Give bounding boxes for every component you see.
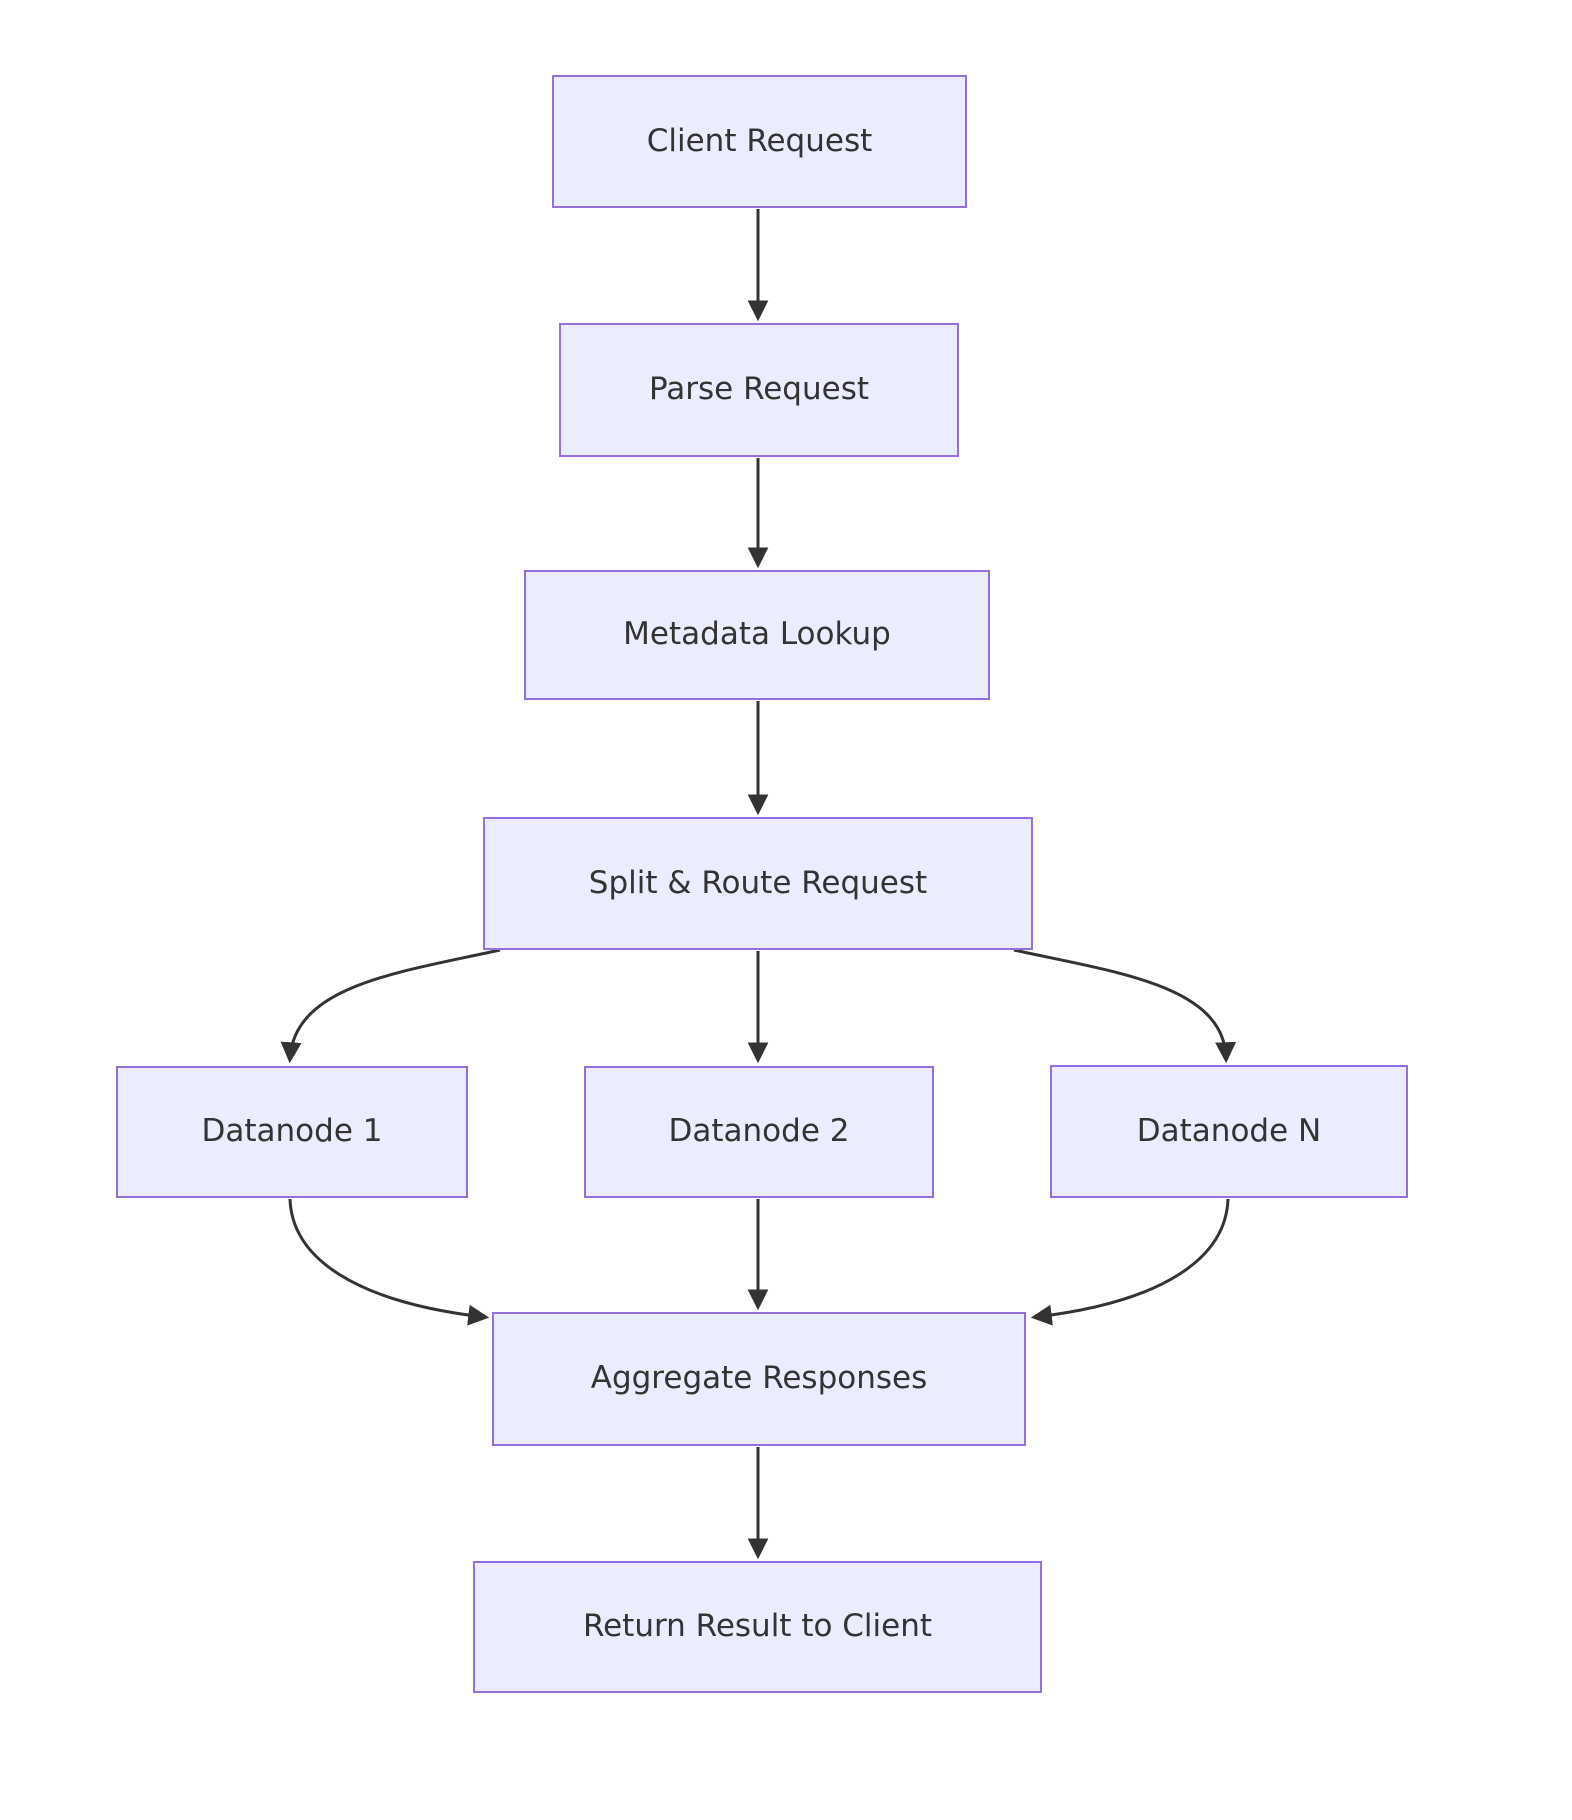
node-parse-request-label: Parse Request (648, 371, 870, 408)
node-client-request: Client Request (552, 75, 967, 208)
node-datanode-1-label: Datanode 1 (201, 1113, 383, 1150)
node-aggregate-responses-label: Aggregate Responses (590, 1360, 928, 1397)
node-client-request-label: Client Request (646, 122, 873, 159)
edge-split-to-datanodeN (1013, 948, 1237, 1064)
node-metadata-lookup-label: Metadata Lookup (623, 616, 891, 653)
edge-datanodeN-to-aggregate (1030, 1198, 1230, 1326)
node-aggregate-responses: Aggregate Responses (492, 1312, 1026, 1446)
node-split-route-request-label: Split & Route Request (588, 864, 928, 901)
edge-split-to-datanode1 (280, 948, 501, 1064)
node-datanode-n-label: Datanode N (1136, 1112, 1322, 1149)
node-return-result-to-client-label: Return Result to Client (582, 1608, 933, 1645)
node-datanode-2: Datanode 2 (584, 1066, 934, 1198)
node-metadata-lookup: Metadata Lookup (524, 570, 990, 700)
node-parse-request: Parse Request (559, 323, 959, 457)
edge-datanode1-to-aggregate (288, 1198, 490, 1326)
node-split-route-request: Split & Route Request (483, 817, 1033, 950)
node-datanode-2-label: Datanode 2 (668, 1113, 850, 1150)
node-datanode-1: Datanode 1 (116, 1066, 468, 1198)
node-return-result-to-client: Return Result to Client (473, 1561, 1042, 1693)
node-datanode-n: Datanode N (1050, 1065, 1408, 1198)
